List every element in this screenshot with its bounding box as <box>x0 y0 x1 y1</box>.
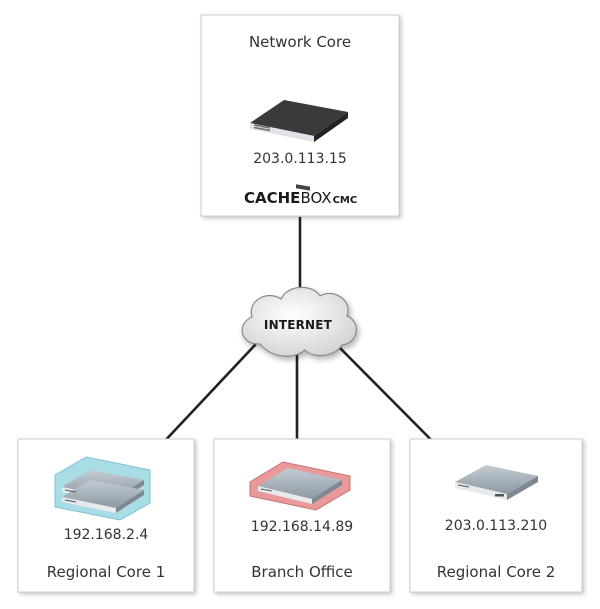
cachebox-cmc-device-icon <box>250 100 348 191</box>
internet-cloud: INTERNET <box>241 286 357 357</box>
branch-office-ip: 192.168.14.89 <box>251 519 353 535</box>
network-core-box: Network Core 203.0.113.15 CACHEBOXCMC <box>200 14 400 217</box>
regional-core-2-title: Regional Core 2 <box>437 563 556 581</box>
stacked-appliance-icon <box>54 456 151 521</box>
gray-appliance-icon <box>455 465 538 500</box>
internet-label: INTERNET <box>264 318 333 332</box>
brand-box: BOX <box>300 189 331 207</box>
branch-office-box: 192.168.14.89 Branch Office <box>213 438 391 593</box>
branch-office-title: Branch Office <box>251 563 352 581</box>
cachebox-cmc-logo: CACHEBOXCMC <box>244 189 357 207</box>
network-core-ip: 203.0.113.15 <box>253 151 347 167</box>
regional-core-1-title: Regional Core 1 <box>47 563 166 581</box>
branch-appliance-icon <box>249 461 351 511</box>
cloud-icon <box>241 286 357 357</box>
brand-cache: CACHE <box>244 189 300 207</box>
regional-core-2-box: 203.0.113.210 Regional Core 2 <box>409 438 583 593</box>
regional-core-1-ip: 192.168.2.4 <box>64 527 149 543</box>
regional-core-1-box: 192.168.2.4 Regional Core 1 <box>17 438 195 593</box>
regional-core-2-ip: 203.0.113.210 <box>445 518 547 534</box>
brand-cmc: CMC <box>333 195 358 206</box>
network-core-title: Network Core <box>249 33 351 51</box>
